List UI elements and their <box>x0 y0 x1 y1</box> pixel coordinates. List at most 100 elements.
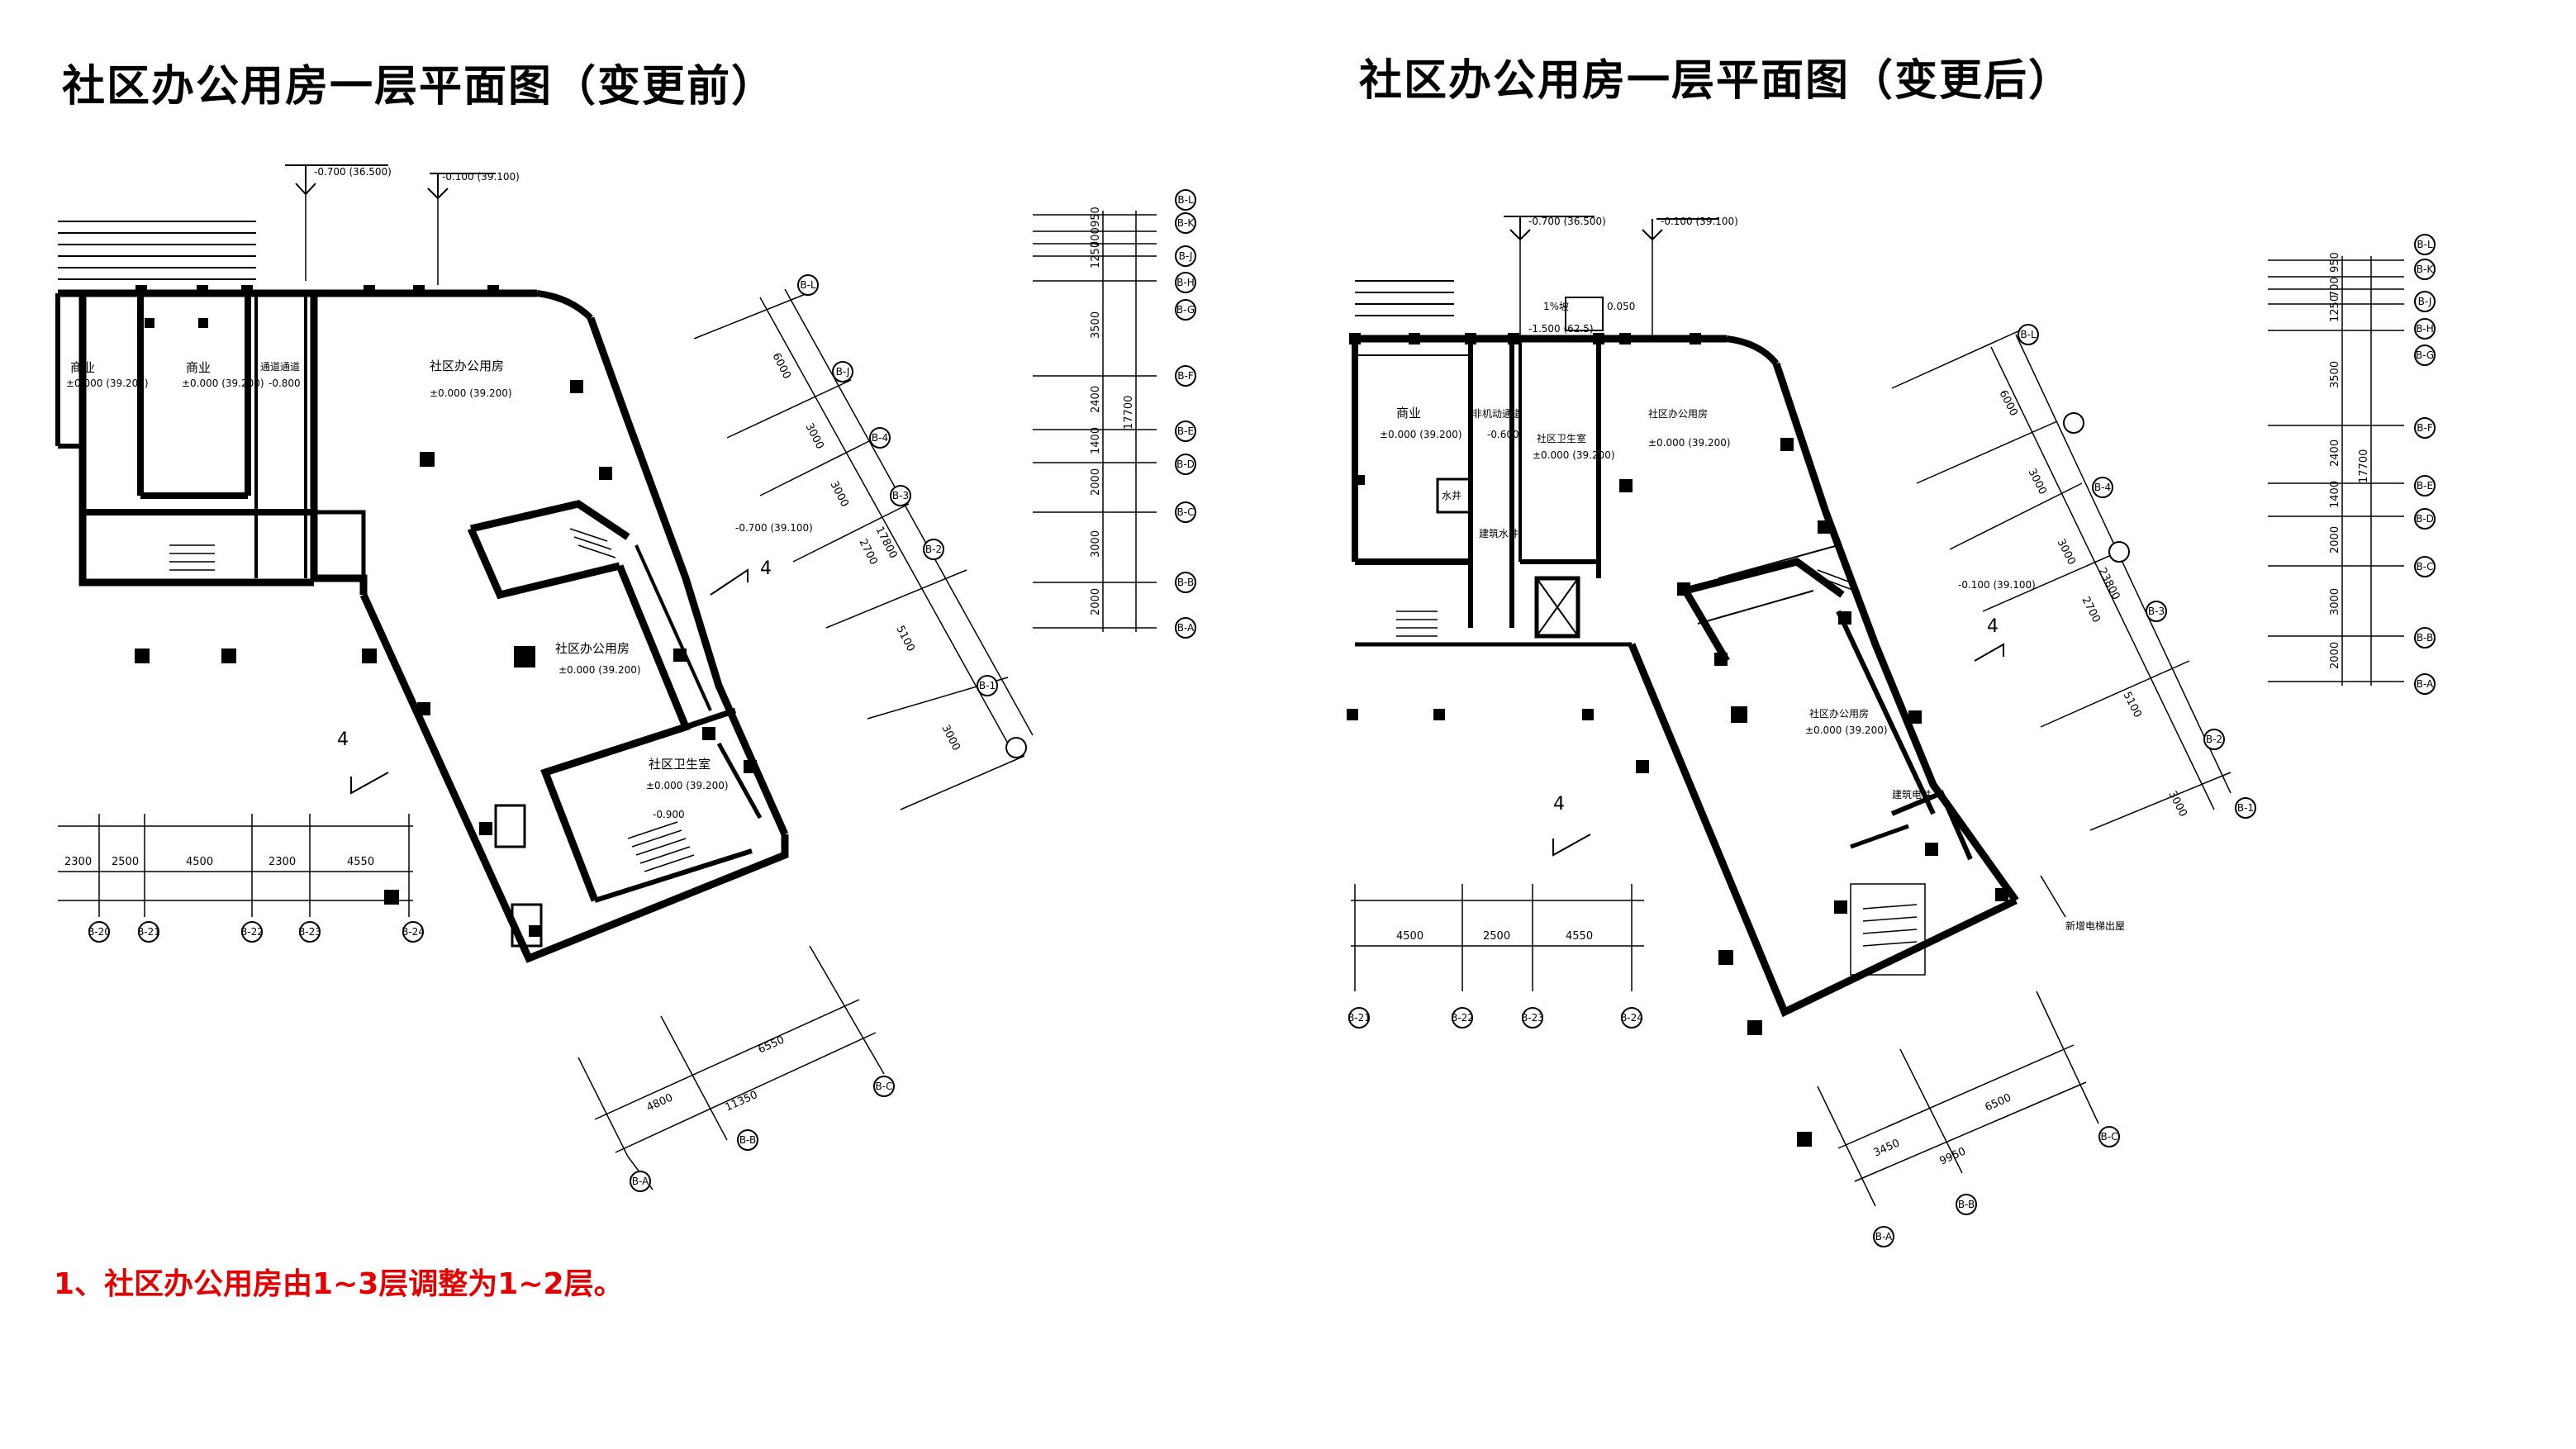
area-number-mid: 4 <box>760 558 772 579</box>
level-step: 0.050 <box>1607 301 1635 312</box>
svg-text:2000: 2000 <box>1090 468 1102 496</box>
axis-label: B-22 <box>1451 1012 1474 1024</box>
svg-text:3450: 3450 <box>1872 1137 1902 1159</box>
room-office1-level: ±0.000 (39.200) <box>430 387 512 399</box>
axis-label: B-1 <box>2237 802 2254 814</box>
title-before: 社区办公用房一层平面图（变更前） <box>62 62 777 112</box>
axis-label: B-H <box>1176 277 1195 288</box>
axis-label: B-E <box>2417 480 2433 492</box>
svg-text:1400: 1400 <box>2329 481 2341 508</box>
svg-text:17700: 17700 <box>1123 396 1135 430</box>
level-label: -0.700 (36.500) <box>1528 216 1606 227</box>
area-number: 4 <box>1553 794 1565 815</box>
svg-text:950: 950 <box>2329 252 2341 273</box>
axis-label: B-A <box>632 1176 649 1187</box>
plan-after <box>1347 216 2404 1207</box>
svg-text:3000: 3000 <box>939 723 962 753</box>
svg-text:1400: 1400 <box>1090 427 1102 454</box>
svg-text:2400: 2400 <box>2329 439 2341 467</box>
title-after: 社区办公用房一层平面图（变更后） <box>1359 56 2074 106</box>
axis-label: B-D <box>1176 458 1195 470</box>
axis-label: B-C <box>876 1081 893 1092</box>
svg-text:3000: 3000 <box>2165 789 2189 819</box>
axis-label: B-4 <box>2094 482 2111 493</box>
axis-label: B-H <box>2416 323 2434 335</box>
room-wc: 社区卫生室 <box>649 757 711 772</box>
area-number-mid: 4 <box>1987 616 1999 637</box>
label-well: 建筑水井 <box>1479 527 1519 539</box>
room-labels-after: -0.700 (36.500) -0.100 (39.100) -0.100 (… <box>1380 216 2125 932</box>
label-elec: 建筑电井 <box>1892 788 1932 801</box>
svg-text:17700: 17700 <box>2358 449 2370 483</box>
room-shop2-level: ±0.000 (39.200) <box>182 378 264 389</box>
svg-text:6550: 6550 <box>757 1033 787 1056</box>
room-passage: 通道通道 <box>260 361 300 373</box>
svg-text:4550: 4550 <box>347 856 374 868</box>
axis-label: B-C <box>2417 561 2434 572</box>
room-office1: 社区办公用房 <box>430 359 504 373</box>
axis-label: B-L <box>800 279 816 291</box>
axis-label: B-23 <box>298 926 321 938</box>
axis-label: B-C <box>2101 1131 2118 1143</box>
room-office2: 社区办公用房 <box>1809 707 1869 720</box>
svg-text:6000: 6000 <box>769 351 792 381</box>
svg-text:5100: 5100 <box>893 624 916 653</box>
svg-text:700: 700 <box>2329 277 2341 297</box>
axis-label: B-A <box>1875 1231 1893 1242</box>
svg-text:3500: 3500 <box>2329 361 2341 388</box>
axis-label: B-3 <box>2148 606 2165 617</box>
svg-text:3500: 3500 <box>1090 311 1102 339</box>
level-low: -0.900 <box>653 809 685 820</box>
svg-text:2500: 2500 <box>112 856 139 868</box>
svg-text:4550: 4550 <box>1566 930 1593 943</box>
svg-text:2000: 2000 <box>2329 642 2341 669</box>
room-shop1-level: ±0.000 (39.200) <box>66 378 149 389</box>
level-label: -0.100 (39.100) <box>1661 216 1738 227</box>
svg-text:950: 950 <box>1090 207 1102 227</box>
room-shop1: 商业 <box>70 360 95 375</box>
room-wc-level: ±0.000 (39.200) <box>1533 449 1615 461</box>
level-pit: -1.500 (62.5) <box>1528 323 1594 335</box>
svg-text:3000: 3000 <box>2329 588 2341 615</box>
axis-label: B-J <box>2418 296 2432 307</box>
axis-label: B-B <box>1177 577 1194 588</box>
svg-text:4500: 4500 <box>186 856 213 868</box>
svg-text:5100: 5100 <box>2120 690 2143 720</box>
axis-label: B-G <box>2416 349 2434 361</box>
axis-label: B-C <box>1177 506 1195 518</box>
svg-text:3000: 3000 <box>2054 537 2077 567</box>
svg-text:2300: 2300 <box>64 856 92 868</box>
label-new-lift: 新增电梯出屋 <box>2065 919 2125 932</box>
axis-label: B-20 <box>88 926 111 938</box>
axis-label: B-B <box>2417 632 2433 644</box>
axis-label: B-F <box>2417 422 2433 434</box>
slope-label: 1%坡 <box>1543 301 1569 312</box>
axis-bubbles-after <box>1348 234 2436 1247</box>
level-label: -0.700 (36.500) <box>314 166 392 178</box>
axis-label: B-J <box>1179 250 1193 262</box>
area-number: 4 <box>337 729 349 750</box>
room-wc-level: ±0.000 (39.200) <box>646 780 729 791</box>
level-label: -0.100 (39.100) <box>1958 579 2036 591</box>
svg-text:700: 700 <box>1090 227 1102 248</box>
axis-label: B-A <box>2417 678 2434 690</box>
svg-text:1250: 1250 <box>2329 295 2341 322</box>
svg-text:2700: 2700 <box>856 537 879 567</box>
axis-label: B-21 <box>137 926 160 938</box>
axis-label: B-L <box>2417 239 2433 250</box>
axis-label: B-2 <box>2206 734 2222 745</box>
axis-labels-before: B-L B-K B-J B-H B-G B-F B-E B-D B-C B-B … <box>88 194 1195 1187</box>
axis-label: B-21 <box>1347 1012 1371 1024</box>
svg-text:2000: 2000 <box>2329 526 2341 553</box>
axis-label: B-4 <box>872 432 888 444</box>
axis-labels-after: B-L B-K B-J B-H B-G B-F B-E B-D B-C B-B … <box>1347 239 2434 1242</box>
axis-label: B-24 <box>1620 1012 1643 1024</box>
svg-text:2300: 2300 <box>269 856 296 868</box>
axis-label: B-K <box>1177 217 1195 229</box>
room-office2: 社区办公用房 <box>555 641 630 656</box>
room-office1-level: ±0.000 (39.200) <box>1648 437 1731 449</box>
room-shop-level: ±0.000 (39.200) <box>1380 429 1462 440</box>
axis-label: B-1 <box>979 680 996 691</box>
svg-text:2700: 2700 <box>2079 595 2102 625</box>
